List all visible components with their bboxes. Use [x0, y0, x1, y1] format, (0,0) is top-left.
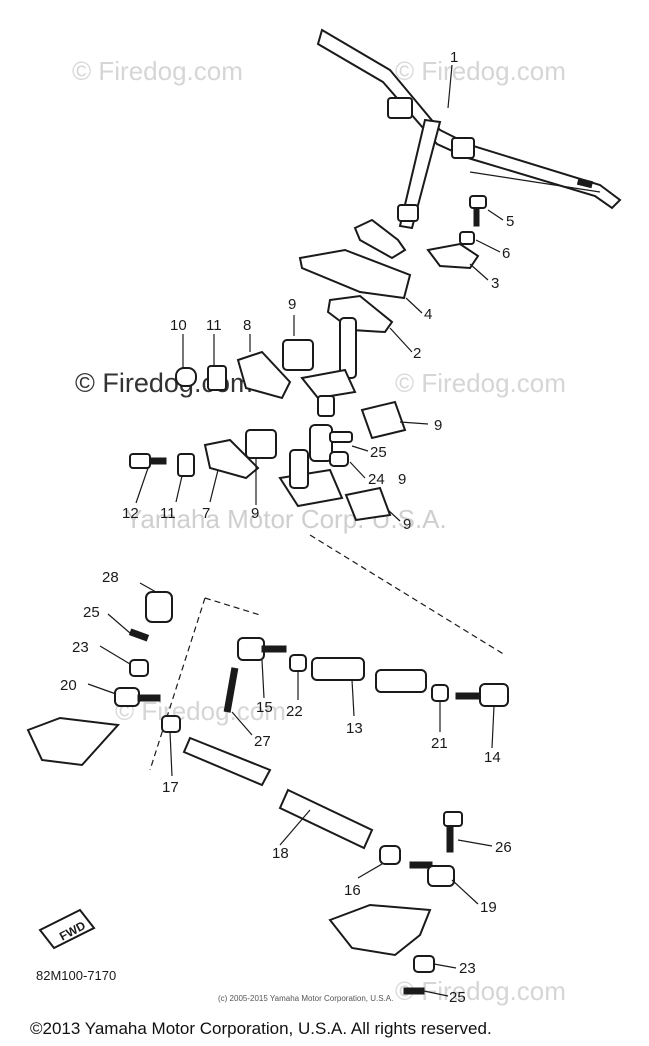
callout-9: 9	[288, 296, 296, 313]
callout-19: 19	[480, 899, 497, 916]
handlebar-part	[316, 28, 622, 260]
callout-7: 7	[202, 505, 210, 522]
callout-5: 5	[506, 213, 514, 230]
callout-9: 9	[398, 471, 406, 488]
callout-8: 8	[243, 317, 251, 334]
callout-1: 1	[450, 49, 458, 66]
callout-23: 23	[459, 960, 476, 977]
callout-11: 11	[206, 317, 222, 334]
watermark-firedog: © Firedog.com	[395, 368, 566, 398]
clamp-bolt-part	[426, 195, 487, 270]
fwd-arrow-icon: FWD	[38, 908, 96, 950]
callout-3: 3	[491, 275, 499, 292]
callout-21: 21	[431, 735, 448, 752]
callout-20: 20	[60, 677, 77, 694]
clamp-stack-left	[129, 339, 314, 480]
callout-18: 18	[272, 845, 289, 862]
callout-4: 4	[424, 306, 432, 323]
watermark-firedog: © Firedog.com	[72, 56, 243, 86]
callout-9: 9	[403, 516, 411, 533]
callout-16: 16	[344, 882, 361, 899]
callout-10: 10	[170, 317, 187, 334]
drawing-code: 82M100-7170	[36, 968, 117, 983]
callout-6: 6	[502, 245, 510, 262]
leader-lines	[87, 209, 504, 997]
clamp-stack-right	[278, 400, 407, 522]
watermark-yamaha: Yamaha Motor Corp. U.S.A.	[125, 504, 447, 534]
callout-labels: 1 2 3 4 5 6 7 8 9 9 9 9 9 10 11 11 12 13…	[60, 49, 514, 1006]
callout-25: 25	[449, 989, 466, 1006]
callout-24: 24	[368, 471, 385, 488]
callout-26: 26	[495, 839, 512, 856]
leader-line	[447, 64, 453, 109]
callout-13: 13	[346, 720, 363, 737]
callout-27: 27	[254, 733, 271, 750]
callout-15: 15	[256, 699, 273, 716]
copyright-notice: ©2013 Yamaha Motor Corporation, U.S.A. A…	[30, 1019, 492, 1038]
callout-22: 22	[286, 703, 303, 720]
callout-17: 17	[162, 779, 179, 796]
watermark-group: © Firedog.com © Firedog.com © Firedog.co…	[72, 56, 566, 1006]
callout-9: 9	[434, 417, 442, 434]
steering-linkage	[26, 534, 509, 995]
callout-12: 12	[122, 505, 139, 522]
callout-28: 28	[102, 569, 119, 586]
callout-23: 23	[72, 639, 89, 656]
fine-print: (c) 2005-2015 Yamaha Motor Corporation, …	[218, 994, 394, 1003]
callout-11: 11	[160, 505, 176, 522]
callout-25: 25	[370, 444, 387, 461]
callout-25: 25	[83, 604, 100, 621]
upper-bracket-part	[298, 248, 412, 417]
watermark-firedog: © Firedog.com	[395, 56, 566, 86]
callout-9: 9	[251, 505, 259, 522]
callout-14: 14	[484, 749, 501, 766]
callout-2: 2	[413, 345, 421, 362]
